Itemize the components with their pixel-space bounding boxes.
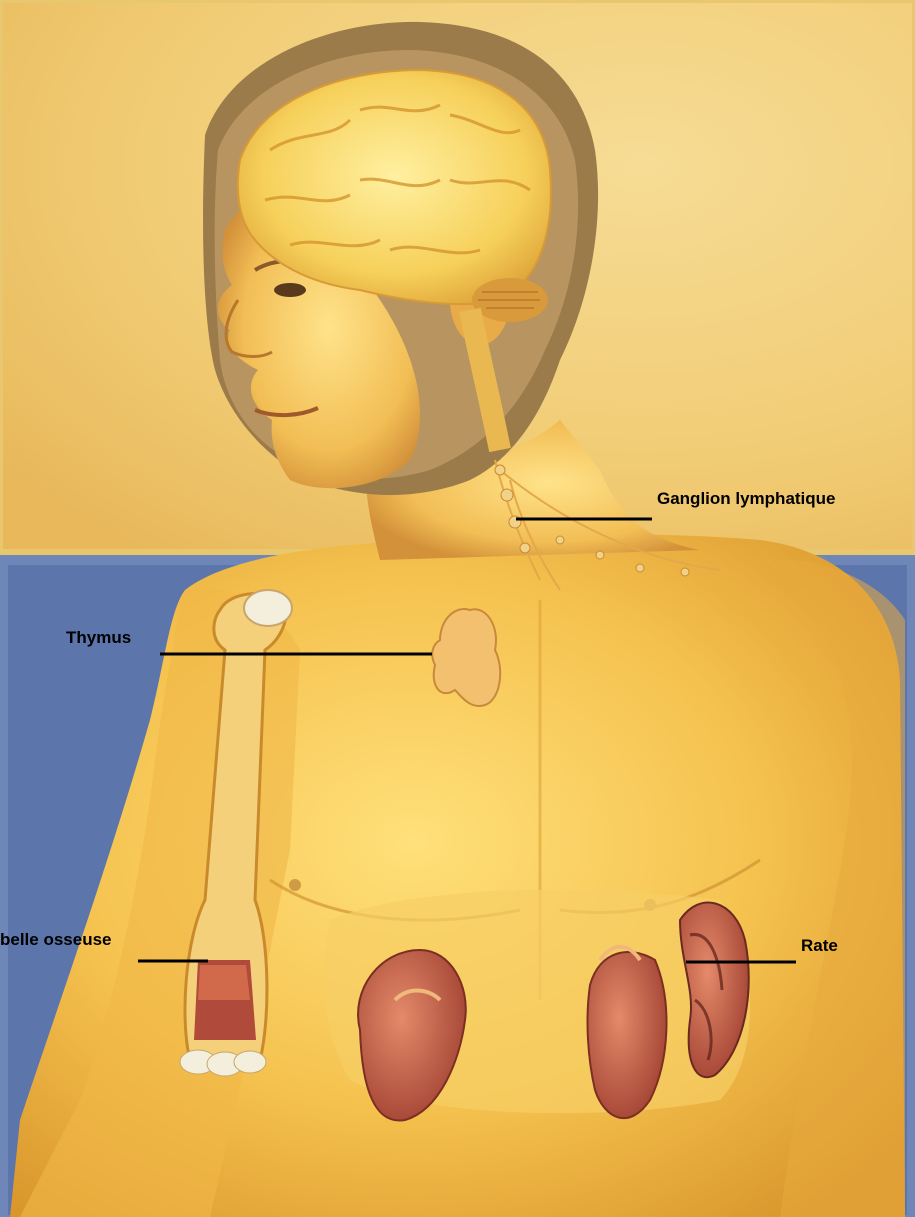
label-thymus: Thymus bbox=[66, 629, 131, 646]
label-spleen: Rate bbox=[801, 937, 838, 954]
label-bone-marrow: belle osseuse bbox=[0, 931, 112, 948]
label-lymph-node: Ganglion lymphatique bbox=[657, 490, 836, 507]
